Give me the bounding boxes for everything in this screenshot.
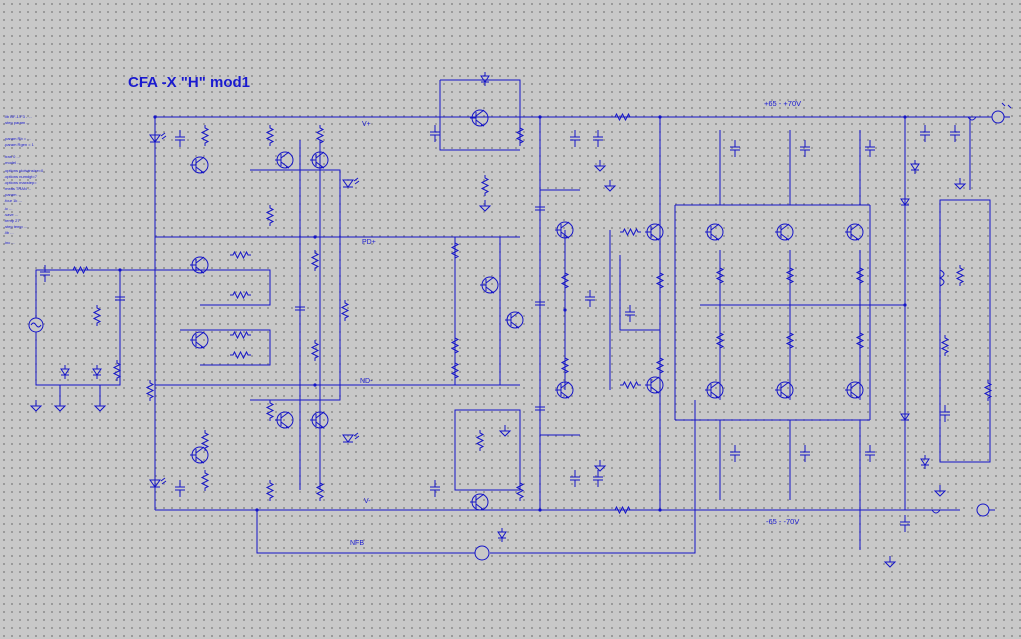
net-label-pd: PD+ [362, 239, 376, 246]
svg-text:.tran 0 ...: .tran 0 ... [4, 154, 20, 159]
net-label-vneg: V- [364, 498, 371, 505]
diodes [60, 71, 930, 543]
net-label-nd: ND- [360, 378, 373, 385]
svg-text:.step temp ...: .step temp ... [4, 224, 27, 229]
zobel-inductor [938, 269, 945, 287]
svg-text:.lib ...: .lib ... [4, 230, 14, 235]
output-port-icon[interactable] [474, 102, 1012, 561]
junction-dots [118, 115, 907, 512]
sine-source-icon[interactable] [28, 317, 44, 333]
svg-text:.ic ...: .ic ... [4, 206, 12, 211]
net-label-pos-supply: +65 - +70V [764, 99, 801, 108]
svg-text:.param Rb = ...: .param Rb = ... [4, 136, 31, 141]
ground-icon [30, 159, 966, 568]
svg-text:.lib BF-1-F3 - ...: .lib BF-1-F3 - ... [4, 114, 32, 119]
svg-text:.options plotwinsize=0: .options plotwinsize=0 [4, 168, 44, 173]
net-label-vpos: V+ [362, 121, 371, 128]
svg-text:.temp 27: .temp 27 [4, 218, 20, 223]
svg-text:.step param ...: .step param ... [4, 120, 30, 125]
positive-rail-wires [35, 79, 1000, 554]
spice-directives: .lib BF-1-F3 - ... .step param ... .para… [4, 114, 44, 245]
svg-text:.model ...: .model ... [4, 160, 20, 165]
svg-text:.options maxstep=: .options maxstep= [4, 180, 37, 185]
svg-text:.inc ...: .inc ... [4, 240, 15, 245]
svg-text:.param ...: .param ... [4, 192, 21, 197]
svg-text:.param Rgen = 1: .param Rgen = 1 [4, 142, 35, 147]
svg-text:.meas TRAN ...: .meas TRAN ... [4, 186, 31, 191]
net-label-neg-supply: -65 - -70V [766, 517, 799, 526]
output-inductors [931, 116, 977, 514]
svg-text:.four 1k ...: .four 1k ... [4, 198, 22, 203]
schematic-title: CFA -X "H" mod1 [128, 74, 251, 91]
svg-text:.options numdgt=7: .options numdgt=7 [4, 174, 38, 179]
net-label-nfb: NFB [350, 540, 364, 547]
svg-text:.save ...: .save ... [4, 212, 18, 217]
